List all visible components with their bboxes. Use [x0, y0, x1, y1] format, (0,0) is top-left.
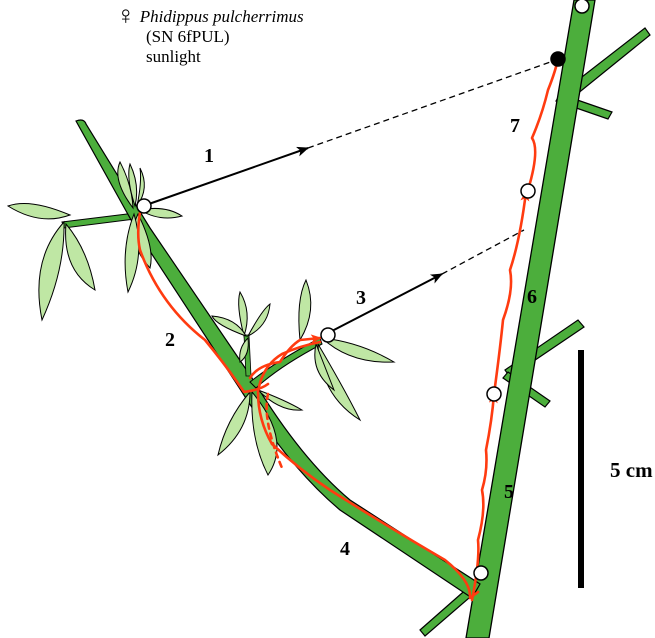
leaf: [125, 214, 139, 292]
arrow-1: [146, 148, 308, 205]
node-6-circle: [487, 387, 501, 401]
step-label-6: 6: [527, 286, 537, 308]
node-7-circle: [521, 184, 535, 198]
leaf: [218, 392, 250, 455]
arrow-3: [330, 274, 442, 332]
leaf: [322, 338, 394, 362]
step-label-7: 7: [510, 115, 520, 137]
step-label-3: 3: [356, 287, 366, 309]
node-3-circle: [321, 328, 335, 342]
node-final-filled-circle: [551, 52, 565, 66]
scale-bar-label: 5 cm: [610, 458, 653, 482]
leaf: [8, 203, 70, 218]
step-label-4: 4: [340, 538, 350, 560]
gaze-arrows: [146, 60, 556, 332]
step-label-2: 2: [165, 329, 175, 351]
left-plant: [8, 120, 480, 598]
main-stem: [466, 0, 595, 638]
scale-bar: 5 cm: [578, 350, 653, 588]
node-5-circle: [474, 566, 488, 580]
step-label-1: 1: [204, 145, 214, 167]
side-petiole: [62, 213, 135, 228]
leaf: [248, 304, 270, 336]
node-1-circle: [137, 199, 151, 213]
step-label-5: 5: [504, 481, 514, 503]
leaf: [66, 224, 95, 290]
node-top-circle: [575, 0, 589, 13]
leaf: [299, 280, 311, 340]
scale-bar-line: [578, 350, 584, 588]
leaf: [39, 222, 64, 320]
